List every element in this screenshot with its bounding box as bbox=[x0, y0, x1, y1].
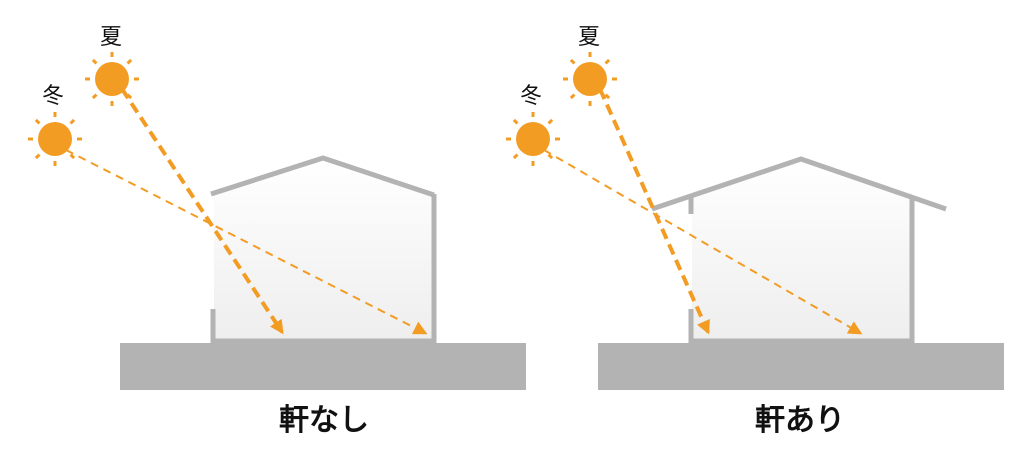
winter-sun-icon bbox=[506, 112, 560, 166]
summer-sun-icon bbox=[85, 52, 139, 106]
winter-sun-icon bbox=[28, 112, 82, 166]
caption-no-eaves: 軒なし bbox=[279, 403, 369, 438]
summer-sun-icon bbox=[563, 52, 617, 106]
house-interior bbox=[214, 158, 434, 341]
summer-label: 夏 bbox=[578, 25, 600, 50]
panel-no-eaves: 夏 冬 軒なし bbox=[28, 25, 526, 438]
summer-label: 夏 bbox=[100, 25, 122, 50]
ground bbox=[598, 343, 1004, 390]
winter-label: 冬 bbox=[42, 84, 64, 109]
house-roof bbox=[210, 155, 435, 198]
winter-sun-ray bbox=[65, 149, 428, 335]
house-roof-with-eaves bbox=[651, 156, 947, 212]
panel-with-eaves: 夏 冬 軒あり bbox=[506, 25, 1004, 438]
caption-with-eaves: 軒あり bbox=[755, 403, 845, 438]
winter-label: 冬 bbox=[520, 84, 542, 109]
house-interior bbox=[692, 159, 912, 341]
summer-sun-ray bbox=[598, 88, 710, 335]
summer-sun-ray bbox=[120, 87, 284, 335]
ground bbox=[120, 343, 526, 390]
winter-sun-ray bbox=[543, 149, 863, 335]
